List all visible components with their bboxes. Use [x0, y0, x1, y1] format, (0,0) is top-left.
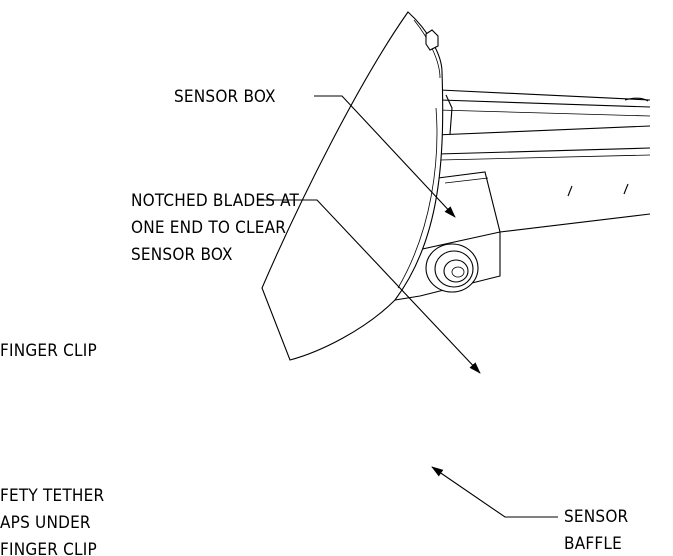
label-baffle-line-2: BAFFLE [564, 534, 622, 554]
label-notched-line-1: NOTCHED BLADES AT [131, 191, 300, 211]
sensor-box [394, 171, 501, 301]
label-sensor-baffle: SENSOR BAFFLE [564, 507, 629, 554]
baffle-blade [261, 11, 444, 361]
label-notched-line-3: SENSOR BOX [131, 245, 233, 265]
callout-leaders [257, 95, 558, 518]
label-notched-line-2: ONE END TO CLEAR [131, 218, 286, 238]
label-tether-line-2: APS UNDER [0, 513, 91, 533]
label-sensor-box: SENSOR BOX [174, 87, 276, 107]
label-tether-line-1: FETY TETHER [0, 486, 104, 506]
label-finger-clip: FINGER CLIP [0, 341, 97, 361]
label-tether-line-3: FINGER CLIP [0, 540, 97, 556]
label-notched-blades: NOTCHED BLADES AT ONE END TO CLEAR SENSO… [131, 191, 300, 265]
label-baffle-line-1: SENSOR [564, 507, 629, 527]
label-safety-tether: FETY TETHER APS UNDER FINGER CLIP [0, 486, 104, 556]
